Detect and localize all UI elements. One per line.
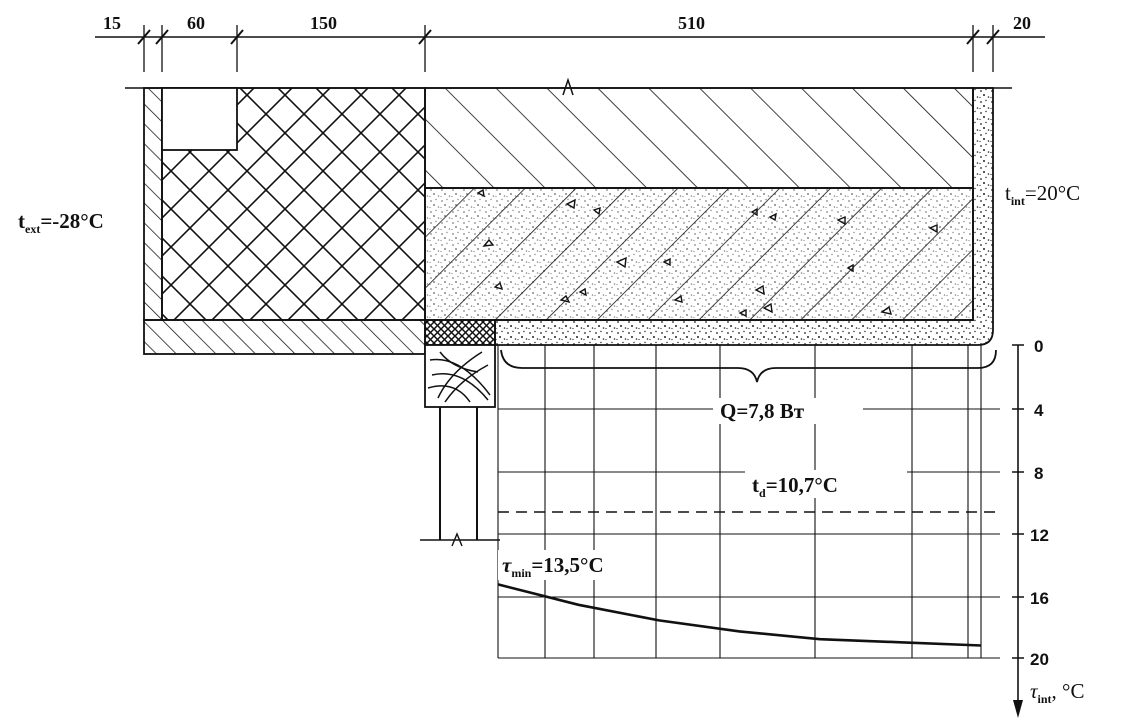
beam-joint <box>420 319 500 547</box>
left-wall <box>143 87 426 355</box>
tick-label-8: 8 <box>1034 464 1043 483</box>
aggregate-marks <box>476 188 938 318</box>
tick-label-0: 0 <box>1034 337 1043 356</box>
tick-label-4: 4 <box>1034 401 1044 420</box>
heat-flow-brace <box>500 349 997 383</box>
tick-label-12: 12 <box>1030 526 1049 545</box>
tick-label-20: 20 <box>1030 650 1049 669</box>
dimension-60: 60 <box>187 13 205 33</box>
blank-insert <box>161 87 238 151</box>
temperature-axis: 0 4 8 12 16 20 τint, °C <box>1012 337 1084 718</box>
dimension-line: 15 60 150 510 20 <box>95 13 1045 72</box>
heat-flow-label: Q=7,8 Вт <box>720 399 805 423</box>
exterior-temperature-label: text=-28°C <box>18 209 104 236</box>
dew-point-label: td=10,7°C <box>752 473 838 500</box>
dimension-20: 20 <box>1013 13 1031 33</box>
wood-grain <box>427 351 491 403</box>
tick-label-16: 16 <box>1030 589 1049 608</box>
dimension-150: 150 <box>310 13 337 33</box>
dimension-510: 510 <box>678 13 705 33</box>
temperature-chart <box>497 345 1000 659</box>
chart-grid <box>497 345 1000 659</box>
interior-temperature-label: tint=20°C <box>1005 181 1080 208</box>
axis-label: τint, °C <box>1030 679 1084 706</box>
min-temperature-label: τmin=13,5°C <box>502 553 604 580</box>
dimension-15: 15 <box>103 13 121 33</box>
slab <box>424 87 994 346</box>
temperature-curve <box>497 583 982 647</box>
